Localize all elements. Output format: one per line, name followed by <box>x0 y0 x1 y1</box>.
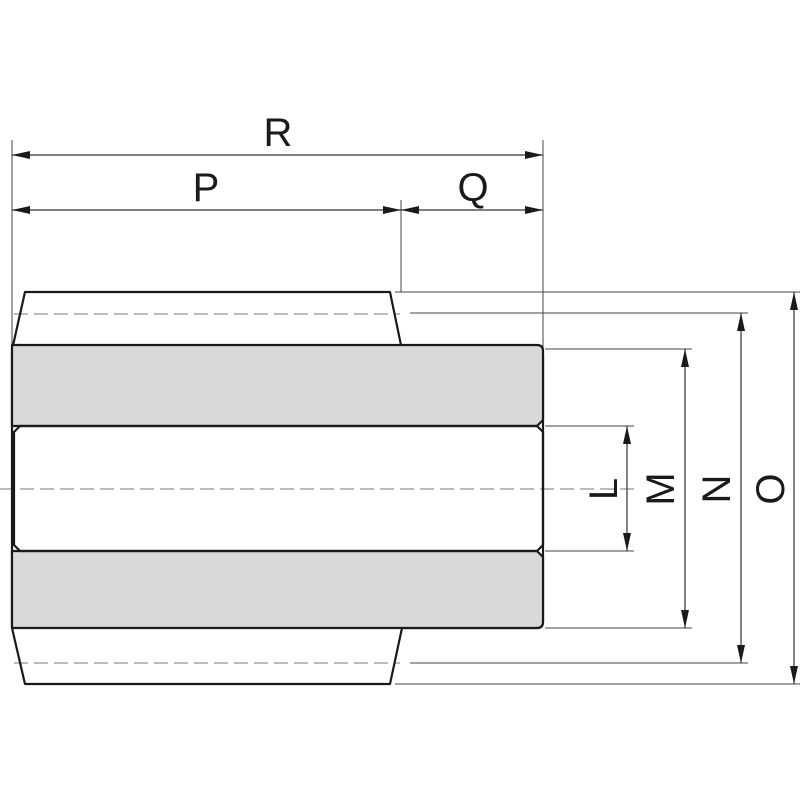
label-r: R <box>264 111 293 155</box>
label-q: Q <box>457 166 488 210</box>
arrow-q-left <box>401 206 419 214</box>
arrow-p-right <box>383 206 401 214</box>
arrow-p-left <box>12 206 30 214</box>
arrow-m-top <box>681 349 689 367</box>
label-l: L <box>582 478 626 500</box>
arrow-r-right <box>525 151 543 159</box>
arrow-q-right <box>525 206 543 214</box>
upper-wall-section <box>10 343 545 428</box>
label-n: N <box>695 475 739 504</box>
arrow-n-top <box>737 313 745 331</box>
label-m: M <box>639 472 683 505</box>
label-p: P <box>193 166 220 210</box>
arrow-l-top <box>623 426 631 444</box>
arrow-m-bottom <box>681 610 689 628</box>
arrow-r-left <box>12 151 30 159</box>
arrow-l-bottom <box>623 533 631 551</box>
arrow-n-bottom <box>737 645 745 663</box>
bore-profile <box>12 424 545 553</box>
arrow-o-bottom <box>790 666 798 684</box>
label-o: O <box>749 473 793 504</box>
lower-wall-section <box>10 549 545 630</box>
arrow-o-top <box>790 292 798 310</box>
